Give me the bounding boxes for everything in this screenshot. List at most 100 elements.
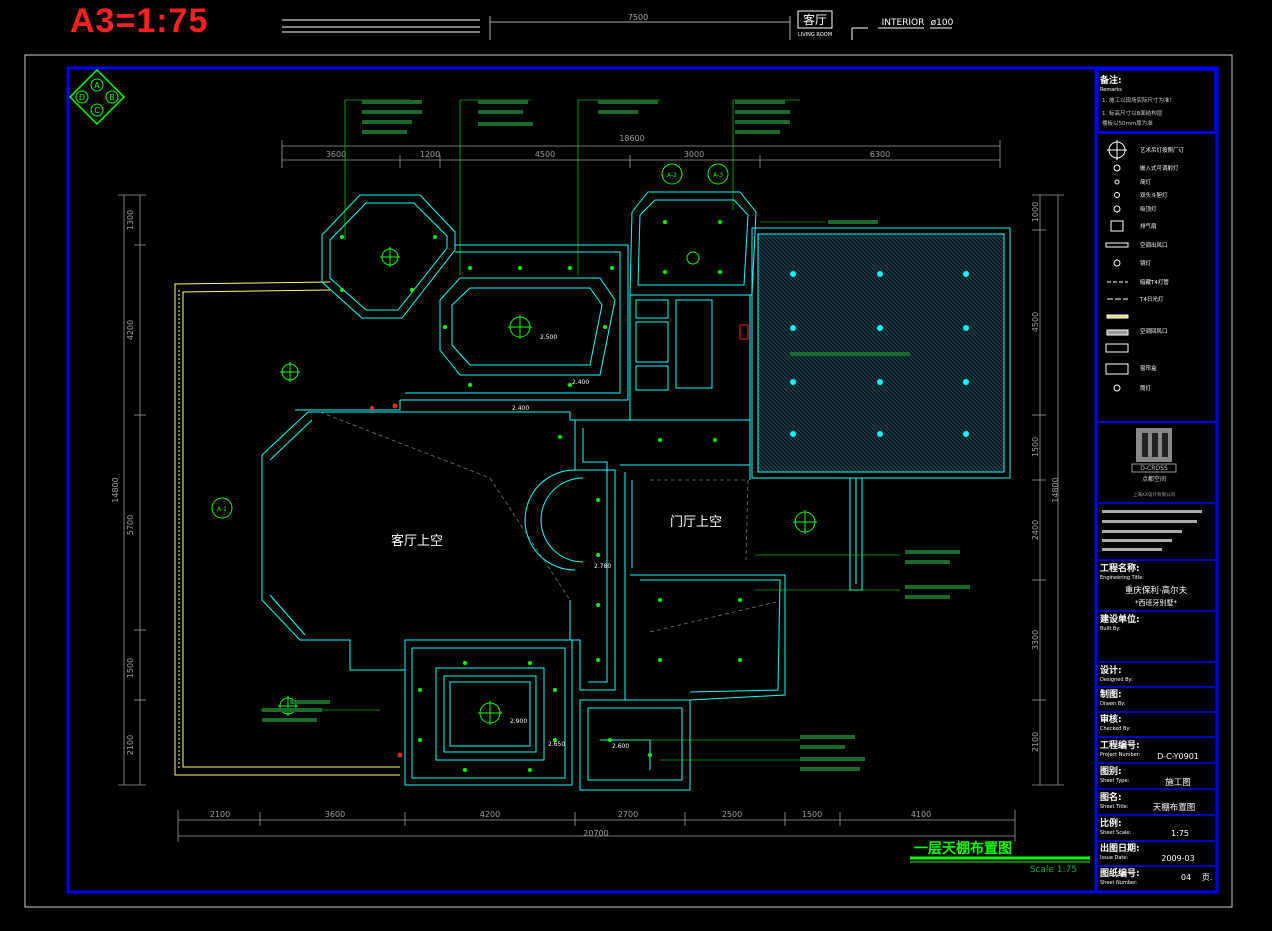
remark-1: 1. 施工以现场实际尺寸为准！ [1102, 96, 1175, 104]
plan-walls [261, 191, 863, 791]
dim-bottom-4: 2700 [618, 810, 638, 819]
dim-bottom-2: 3600 [325, 810, 345, 819]
scale-label-en: Sheet Scale: [1100, 830, 1131, 836]
dim-top-1: 3600 [326, 150, 346, 159]
drawing-scale: Scale 1:75 [1030, 865, 1077, 875]
interior-label: INTERIOR [882, 18, 925, 28]
client-label: 建设单位: [1100, 613, 1140, 625]
sheet-type: 施工图 [1165, 777, 1191, 788]
dim-left-3: 5700 [126, 515, 135, 535]
dim-top-3: 4500 [535, 150, 555, 159]
designer-label-en: Designed By: [1100, 677, 1133, 683]
patterned-ceiling-outline [751, 227, 1011, 479]
company-en: D-CROSS [1140, 465, 1168, 472]
ceiling-lights [278, 247, 817, 725]
level-tags: 2.500 2.400 2.400 2.780 2.900 2.650 2.60… [510, 334, 629, 750]
legend-item: 空调回风口 [1140, 327, 1168, 335]
dim-right-2: 4500 [1031, 312, 1040, 332]
dim-right-1: 1000 [1031, 202, 1040, 222]
project-no-label: 工程编号: [1100, 739, 1140, 751]
red-fixture [739, 324, 749, 340]
project-no-label-en: Project Number: [1100, 752, 1141, 758]
remarks-title: 备注: [1099, 74, 1122, 86]
curtain-box-left [174, 281, 400, 776]
pendant-light-icon [280, 362, 300, 382]
legend-item: 吸顶灯 [1140, 205, 1157, 213]
dim-right-5: 3300 [1031, 630, 1040, 650]
grid-c: C [94, 106, 100, 115]
grid-marker: A B C D [68, 68, 126, 126]
section-marker-a1: A-1 [217, 506, 227, 513]
level-tag: 2.650 [548, 741, 565, 748]
level-tag: 2.400 [512, 405, 529, 412]
legend-item: 镜灯 [1140, 259, 1152, 267]
project-name: 重庆保利·高尔夫 [1125, 585, 1188, 596]
drawing-frame [66, 66, 1219, 894]
sheet-scale-label: A3=1:75 [70, 2, 209, 40]
pendant-light-icon [508, 315, 532, 339]
dim-left-4: 1500 [126, 658, 135, 678]
dimension-lines [118, 140, 1064, 842]
room-label-foyer: 门厅上空 [670, 515, 722, 530]
level-tag: 2.400 [572, 379, 589, 386]
room-title-en: LIVING ROOM [798, 32, 832, 38]
room-label-living: 客厅上空 [391, 533, 443, 549]
dim-top-5: 6300 [870, 150, 890, 159]
sheet-no: 04 [1181, 873, 1191, 882]
level-tag: 2.900 [510, 718, 527, 725]
dim-top-4: 3000 [684, 150, 704, 159]
section-marker-a2: A-2 [667, 172, 677, 179]
downlights [340, 220, 742, 772]
scale-label: 比例: [1100, 817, 1122, 829]
issue-date: 2009-03 [1161, 854, 1194, 863]
legend-item: 排气扇 [1140, 222, 1157, 230]
diameter-label: ø100 [931, 18, 954, 28]
project-sub: *西班牙别墅* [1135, 598, 1177, 607]
room-title: 客厅 [803, 12, 827, 27]
pendant-light-icon [686, 251, 700, 265]
remark-2: 1. 标高尺寸以B面结构层 [1102, 109, 1163, 117]
pendant-light-icon [278, 696, 298, 716]
grid-a: A [94, 81, 100, 90]
dim-bottom-6: 1500 [802, 810, 822, 819]
top-dimension: 7500 [628, 13, 648, 22]
client-label-en: Built By: [1100, 626, 1121, 632]
drawing-title: 一层天棚布置图 [914, 840, 1012, 857]
title-block-notes [1102, 510, 1202, 551]
date-label-en: Issue Date: [1100, 855, 1128, 861]
sheet-scale: 1:75 [1171, 829, 1189, 838]
pendant-light-icon [478, 701, 502, 725]
dim-bottom-1: 2100 [210, 810, 230, 819]
legend-item: T4日光灯 [1139, 295, 1164, 303]
sheet-no-label-en: Sheet Number: [1100, 880, 1138, 886]
dim-bottom-total: 20700 [583, 829, 608, 838]
dimension-texts: 3600 1200 4500 3000 6300 18600 2100 3600… [111, 134, 1060, 838]
level-tag: 2.600 [612, 743, 629, 750]
dim-bottom-3: 4200 [480, 810, 500, 819]
dim-left-total: 14800 [111, 477, 120, 502]
dim-top-total: 18600 [619, 134, 644, 143]
sheet-no-suffix: 页. [1202, 873, 1213, 882]
sheet-title-label-en: Sheet Title: [1100, 804, 1129, 810]
pendant-light-icon [380, 247, 400, 267]
grid-d: D [79, 93, 85, 102]
checked-label-en: Checked By: [1100, 726, 1131, 732]
dim-top-2: 1200 [420, 150, 440, 159]
firm-name: 上海XX设计有限公司 [1133, 491, 1175, 498]
title-block-fields: 工程名称: Engineering Title: 重庆保利·高尔夫 *西班牙别墅… [1098, 562, 1215, 886]
legend-item: 艺术吊灯按照厂订 [1140, 146, 1185, 154]
project-no: D-C-Y0901 [1157, 752, 1199, 761]
designer-label: 设计: [1100, 664, 1122, 676]
legend-item: 嵌入式可调射灯 [1140, 164, 1179, 172]
dim-right-total: 14800 [1051, 477, 1060, 502]
remarks-title-en: Remarks [1100, 87, 1122, 93]
drawn-label-en: Drawn By: [1100, 701, 1126, 707]
dim-right-3: 1500 [1031, 437, 1040, 457]
sheet-title: 天棚布置图 [1153, 802, 1196, 813]
pendant-light-icon [793, 510, 817, 534]
date-label: 出图日期: [1100, 842, 1140, 854]
legend-item: 空调出风口 [1140, 241, 1168, 249]
dim-right-4: 2400 [1031, 520, 1040, 540]
dim-right-6: 2100 [1031, 732, 1040, 752]
